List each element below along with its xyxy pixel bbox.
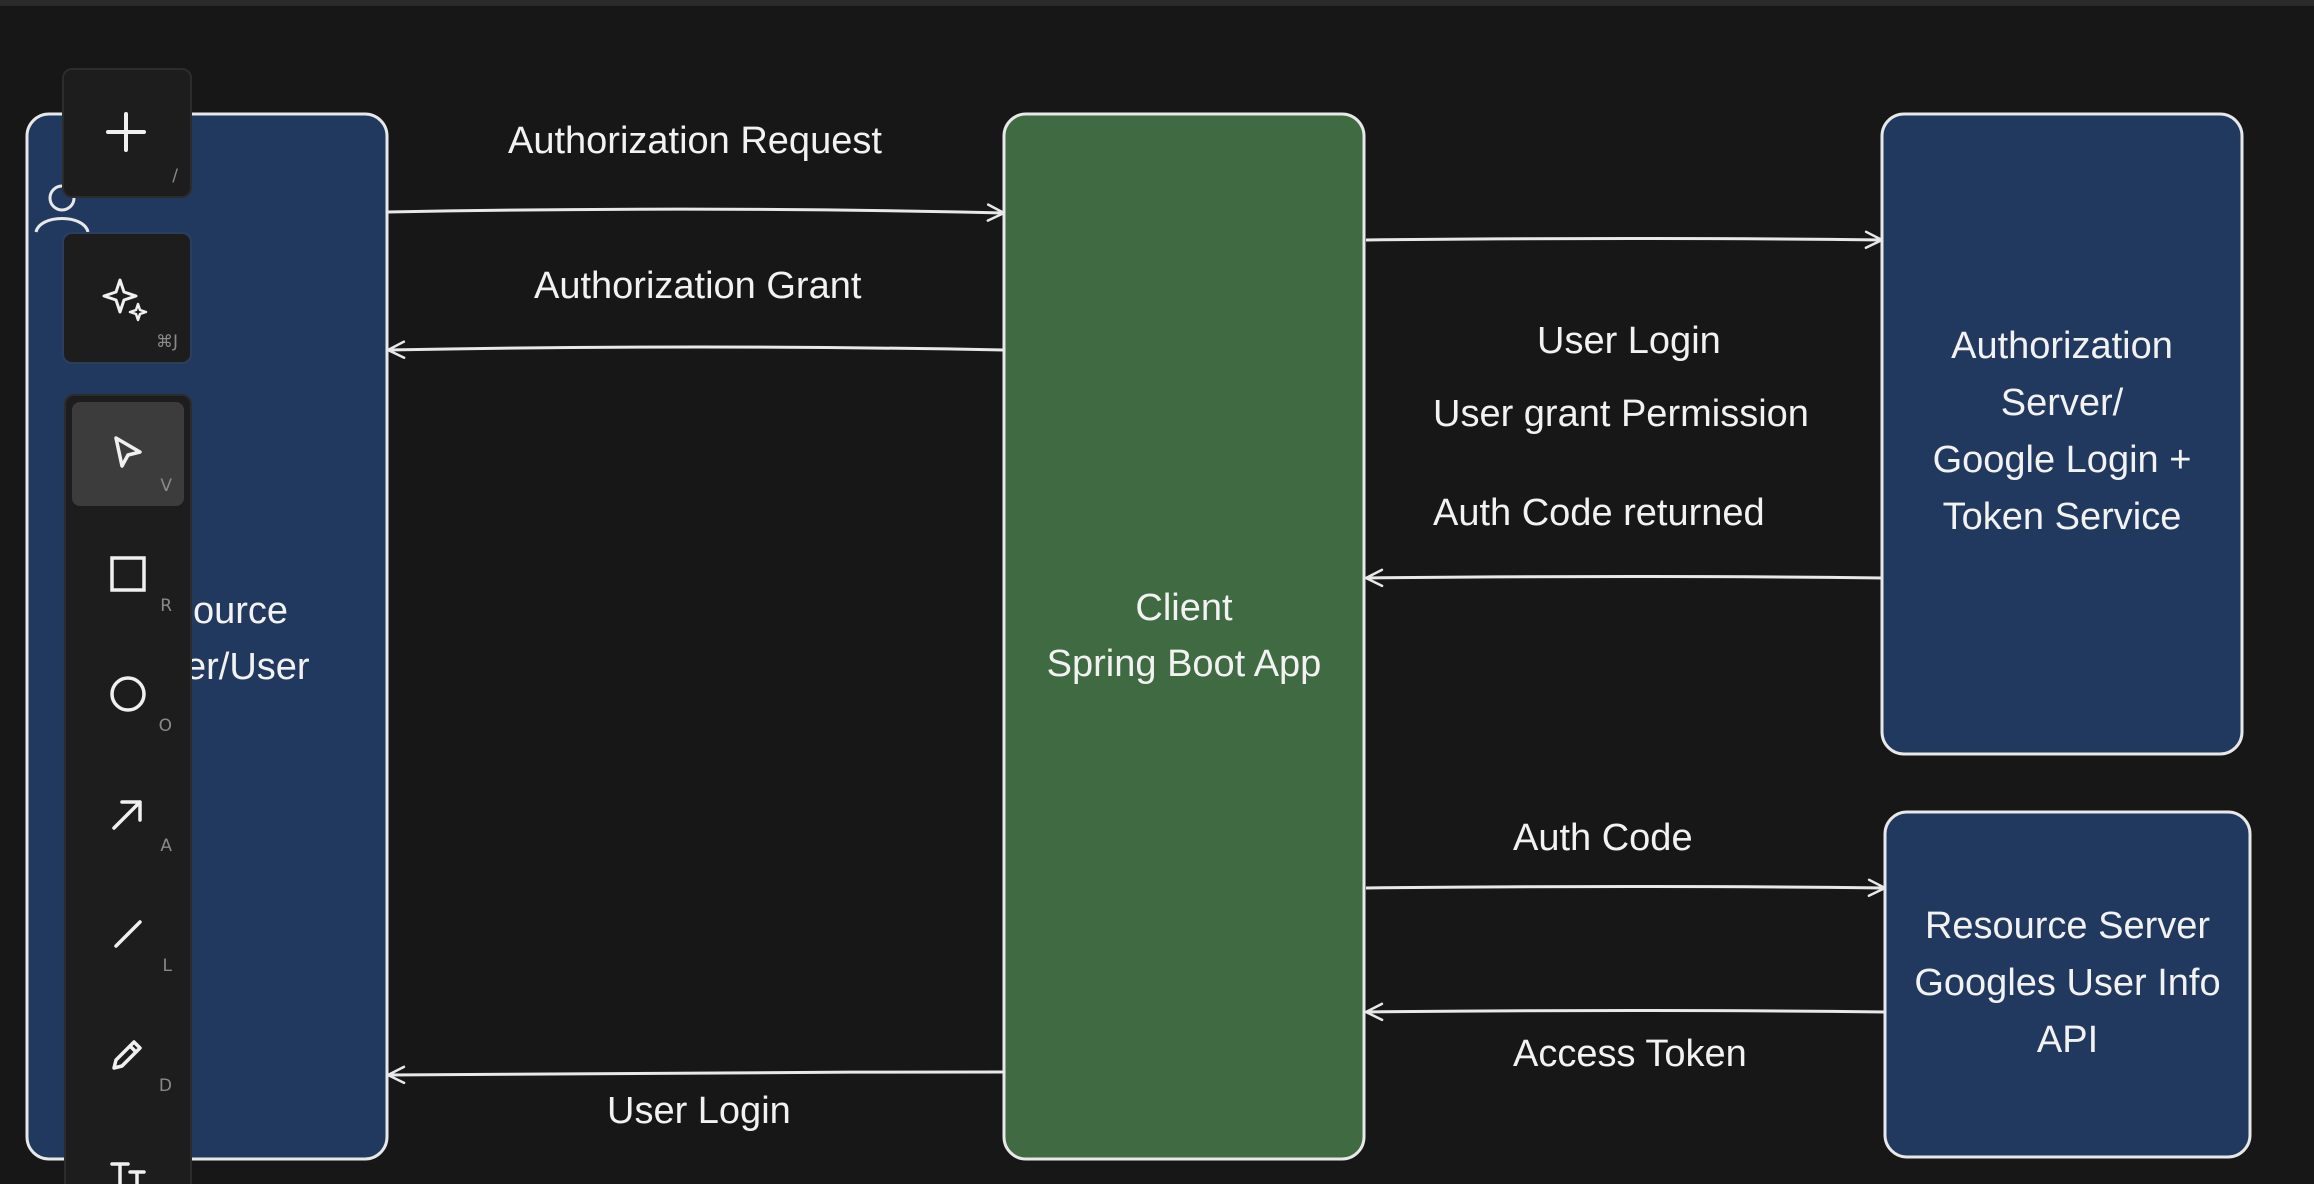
access-token-arrow[interactable] — [1364, 1002, 1886, 1022]
auth-code-arrow[interactable] — [1365, 878, 1887, 898]
client-line-1: Client — [1135, 587, 1233, 629]
user-login-top-label: User Login — [1537, 320, 1721, 362]
authorization-grant-arrow[interactable] — [386, 340, 1005, 359]
sparkles-icon — [102, 278, 148, 322]
resource-server-box[interactable] — [1883, 810, 2252, 1159]
rectangle-hotkey: R — [160, 596, 172, 616]
resource-server-line-3: API — [2036, 1019, 2099, 1061]
login-request-arrow[interactable] — [1365, 230, 1884, 250]
resource-owner-line-1: ource — [193, 590, 289, 632]
authorization-grant-label: Authorization Grant — [534, 265, 862, 307]
client-line-2: Spring Boot App — [1046, 643, 1322, 685]
text-icon — [110, 1162, 146, 1184]
auth-server-line-2: Server/ — [2000, 382, 2124, 424]
authorization-server-label: Authorization Server/ Google Login + Tok… — [1882, 318, 2242, 546]
top-border — [0, 0, 2314, 6]
auth-code-returned-arrow[interactable] — [1364, 568, 1883, 588]
resource-server-line-2: Googles User Info — [1914, 962, 2221, 1004]
user-grant-permission-label: User grant Permission — [1433, 393, 1809, 435]
add-hotkey: / — [172, 166, 178, 186]
line-icon — [114, 920, 142, 948]
tool-palette: V R O A L — [64, 394, 192, 1184]
pencil-icon — [112, 1040, 142, 1070]
authorization-server-box[interactable] — [1880, 112, 2244, 756]
arrow-tool[interactable]: A — [72, 762, 184, 866]
ai-hotkey: ⌘J — [155, 332, 178, 352]
user-login-bottom-label: User Login — [607, 1090, 791, 1132]
arrow-hotkey: A — [160, 836, 172, 856]
rectangle-tool[interactable]: R — [72, 522, 184, 626]
line-hotkey: L — [162, 956, 172, 976]
plus-icon — [106, 112, 146, 152]
text-tool[interactable] — [72, 1122, 184, 1184]
client-box[interactable] — [1002, 112, 1366, 1161]
resource-server-label: Resource Server Googles User Info API — [1885, 898, 2250, 1069]
access-token-label: Access Token — [1513, 1033, 1747, 1075]
resource-owner-line-2: er/User — [185, 646, 310, 688]
resource-owner-label: ource er/User — [185, 583, 310, 695]
draw-hotkey: D — [158, 1076, 172, 1096]
cursor-icon — [114, 436, 142, 468]
ellipse-tool[interactable]: O — [72, 642, 184, 746]
user-login-arrow[interactable] — [386, 1065, 1005, 1085]
arrow-icon — [112, 800, 142, 830]
auth-code-label: Auth Code — [1513, 817, 1693, 859]
auth-server-line-4: Token Service — [1942, 496, 2182, 538]
authorization-request-label: Authorization Request — [508, 120, 882, 162]
select-hotkey: V — [160, 476, 172, 496]
add-button[interactable]: / — [62, 68, 192, 198]
resource-server-line-1: Resource Server — [1924, 905, 2211, 947]
authorization-request-arrow[interactable] — [387, 203, 1006, 222]
line-tool[interactable]: L — [72, 882, 184, 986]
auth-server-line-1: Authorization — [1951, 325, 2173, 367]
ellipse-hotkey: O — [158, 716, 172, 736]
circle-icon — [110, 676, 146, 712]
auth-code-returned-label: Auth Code returned — [1433, 492, 1765, 534]
draw-tool[interactable]: D — [72, 1002, 184, 1106]
ai-assist-button[interactable]: ⌘J — [62, 232, 192, 364]
square-icon — [110, 556, 146, 592]
auth-server-line-3: Google Login + — [1932, 439, 2192, 481]
select-tool[interactable]: V — [72, 402, 184, 506]
client-label: Client Spring Boot App — [1004, 580, 1364, 692]
